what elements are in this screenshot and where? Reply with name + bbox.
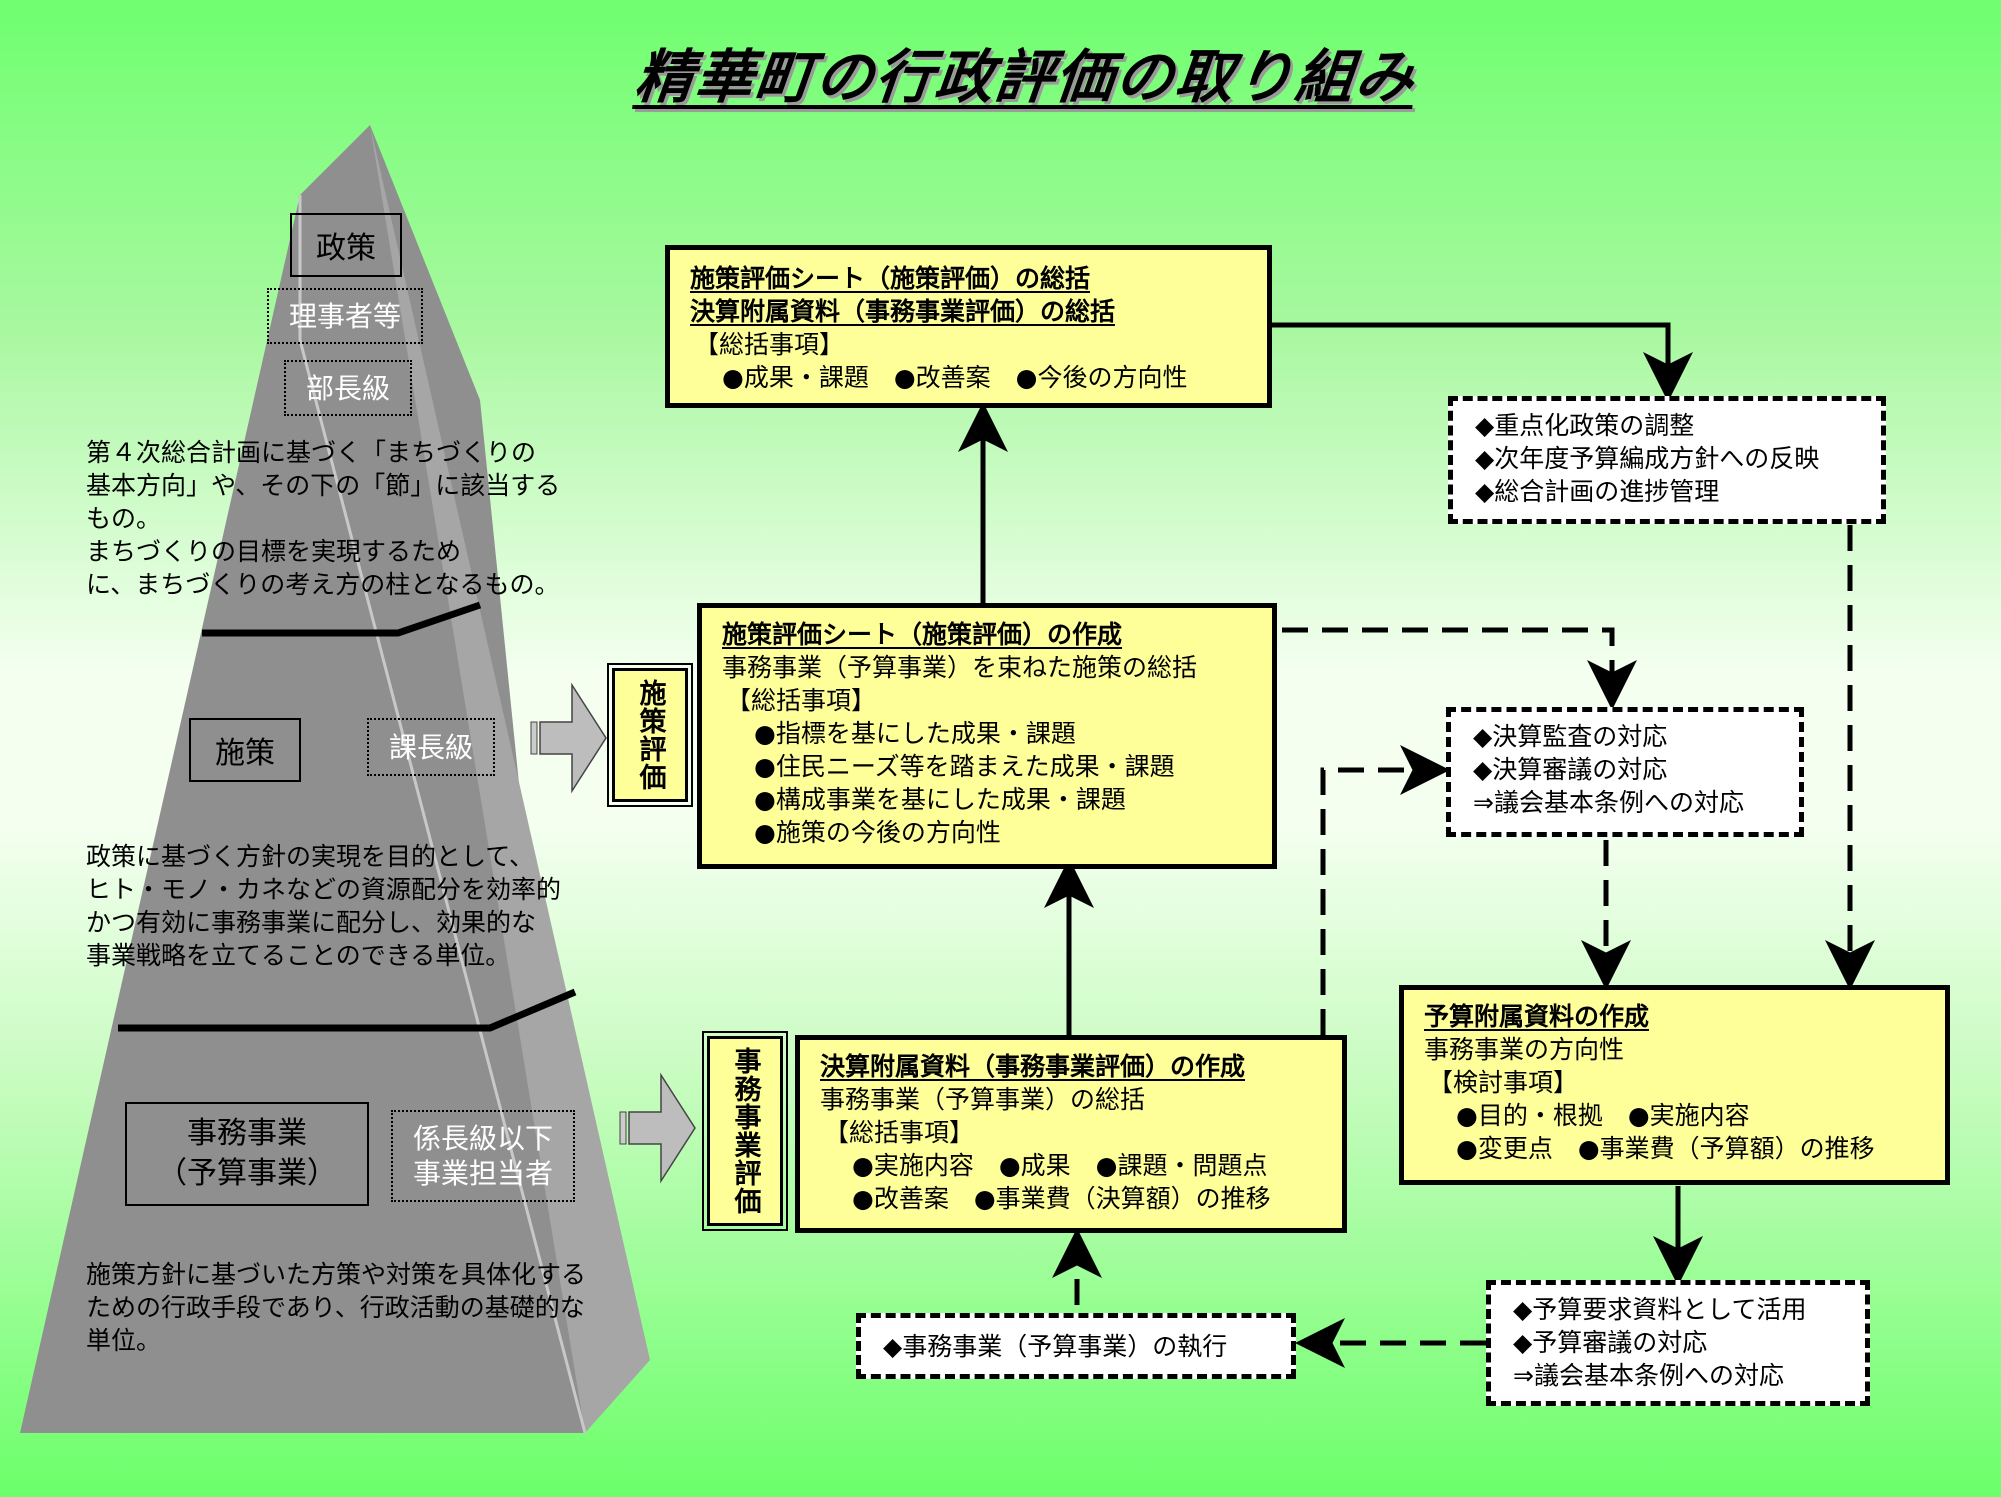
- level-project-label: 事務事業 （予算事業）: [125, 1102, 369, 1206]
- level-policy-description: 第４次総合計画に基づく「まちづくりの 基本方向」や、その下の「節」に該当する も…: [86, 438, 561, 599]
- role-director: 部長級: [284, 360, 412, 416]
- role-executives: 理事者等: [267, 288, 423, 344]
- audit-box: ◆決算監査の対応 ◆決算審議の対応 ⇒議会基本条例への対応: [1446, 707, 1804, 837]
- dashed-settlement-to-audit: [1320, 745, 1450, 1035]
- priority-box: ◆重点化政策の調整 ◆次年度予算編成方針への反映 ◆総合計画の進捗管理: [1448, 396, 1886, 524]
- pyramid-ridge: [298, 195, 587, 1434]
- arrow-summary-to-priority: [1272, 322, 1693, 402]
- request-box: ◆予算要求資料として活用 ◆予算審議の対応 ⇒議会基本条例への対応: [1486, 1280, 1870, 1406]
- policy-arrow-icon: [530, 682, 607, 794]
- role-section-chief: 課長級: [367, 718, 495, 776]
- page-title: 精華町の行政評価の取り組み: [631, 43, 1420, 111]
- pyramid-side-face: [370, 125, 650, 1433]
- execution-box: ◆事務事業（予算事業）の執行: [856, 1313, 1296, 1379]
- project-evaluation-label: 事務事業評価: [702, 1031, 788, 1231]
- level-project-description: 施策方針に基づいた方策や対策を具体化する ための行政手段であり、行政活動の基礎的…: [86, 1260, 587, 1355]
- dashed-policy-to-audit: [1282, 627, 1637, 710]
- level-policy-label: 政策: [290, 213, 402, 277]
- pyramid-divider-lower: [118, 988, 577, 1032]
- level-measure-label: 施策: [189, 718, 301, 782]
- policy-sheet-box: 施策評価シート（施策評価）の作成 事務事業（予算事業）を束ねた施策の総括 【総括…: [697, 603, 1277, 869]
- project-arrow-icon: [619, 1072, 696, 1184]
- level-measure-description: 政策に基づく方針の実現を目的として、 ヒト・モノ・カネなどの資源配分を効率的 か…: [86, 842, 562, 970]
- policy-evaluation-label: 施策評価: [607, 663, 693, 807]
- settlement-box: 決算附属資料（事務事業評価）の作成 事務事業（予算事業）の総括 【総括事項】 ●…: [795, 1035, 1347, 1233]
- pyramid-divider-upper: [202, 601, 482, 637]
- budget-box: 予算附属資料の作成 事務事業の方向性 【検討事項】 ●目的・根拠 ●実施内容 ●…: [1399, 985, 1950, 1185]
- role-staff: 係長級以下 事業担当者: [391, 1110, 575, 1202]
- pyramid: [20, 125, 650, 1434]
- summary-box: 施策評価シート（施策評価）の総括 決算附属資料（事務事業評価）の総括 【総括事項…: [665, 245, 1272, 408]
